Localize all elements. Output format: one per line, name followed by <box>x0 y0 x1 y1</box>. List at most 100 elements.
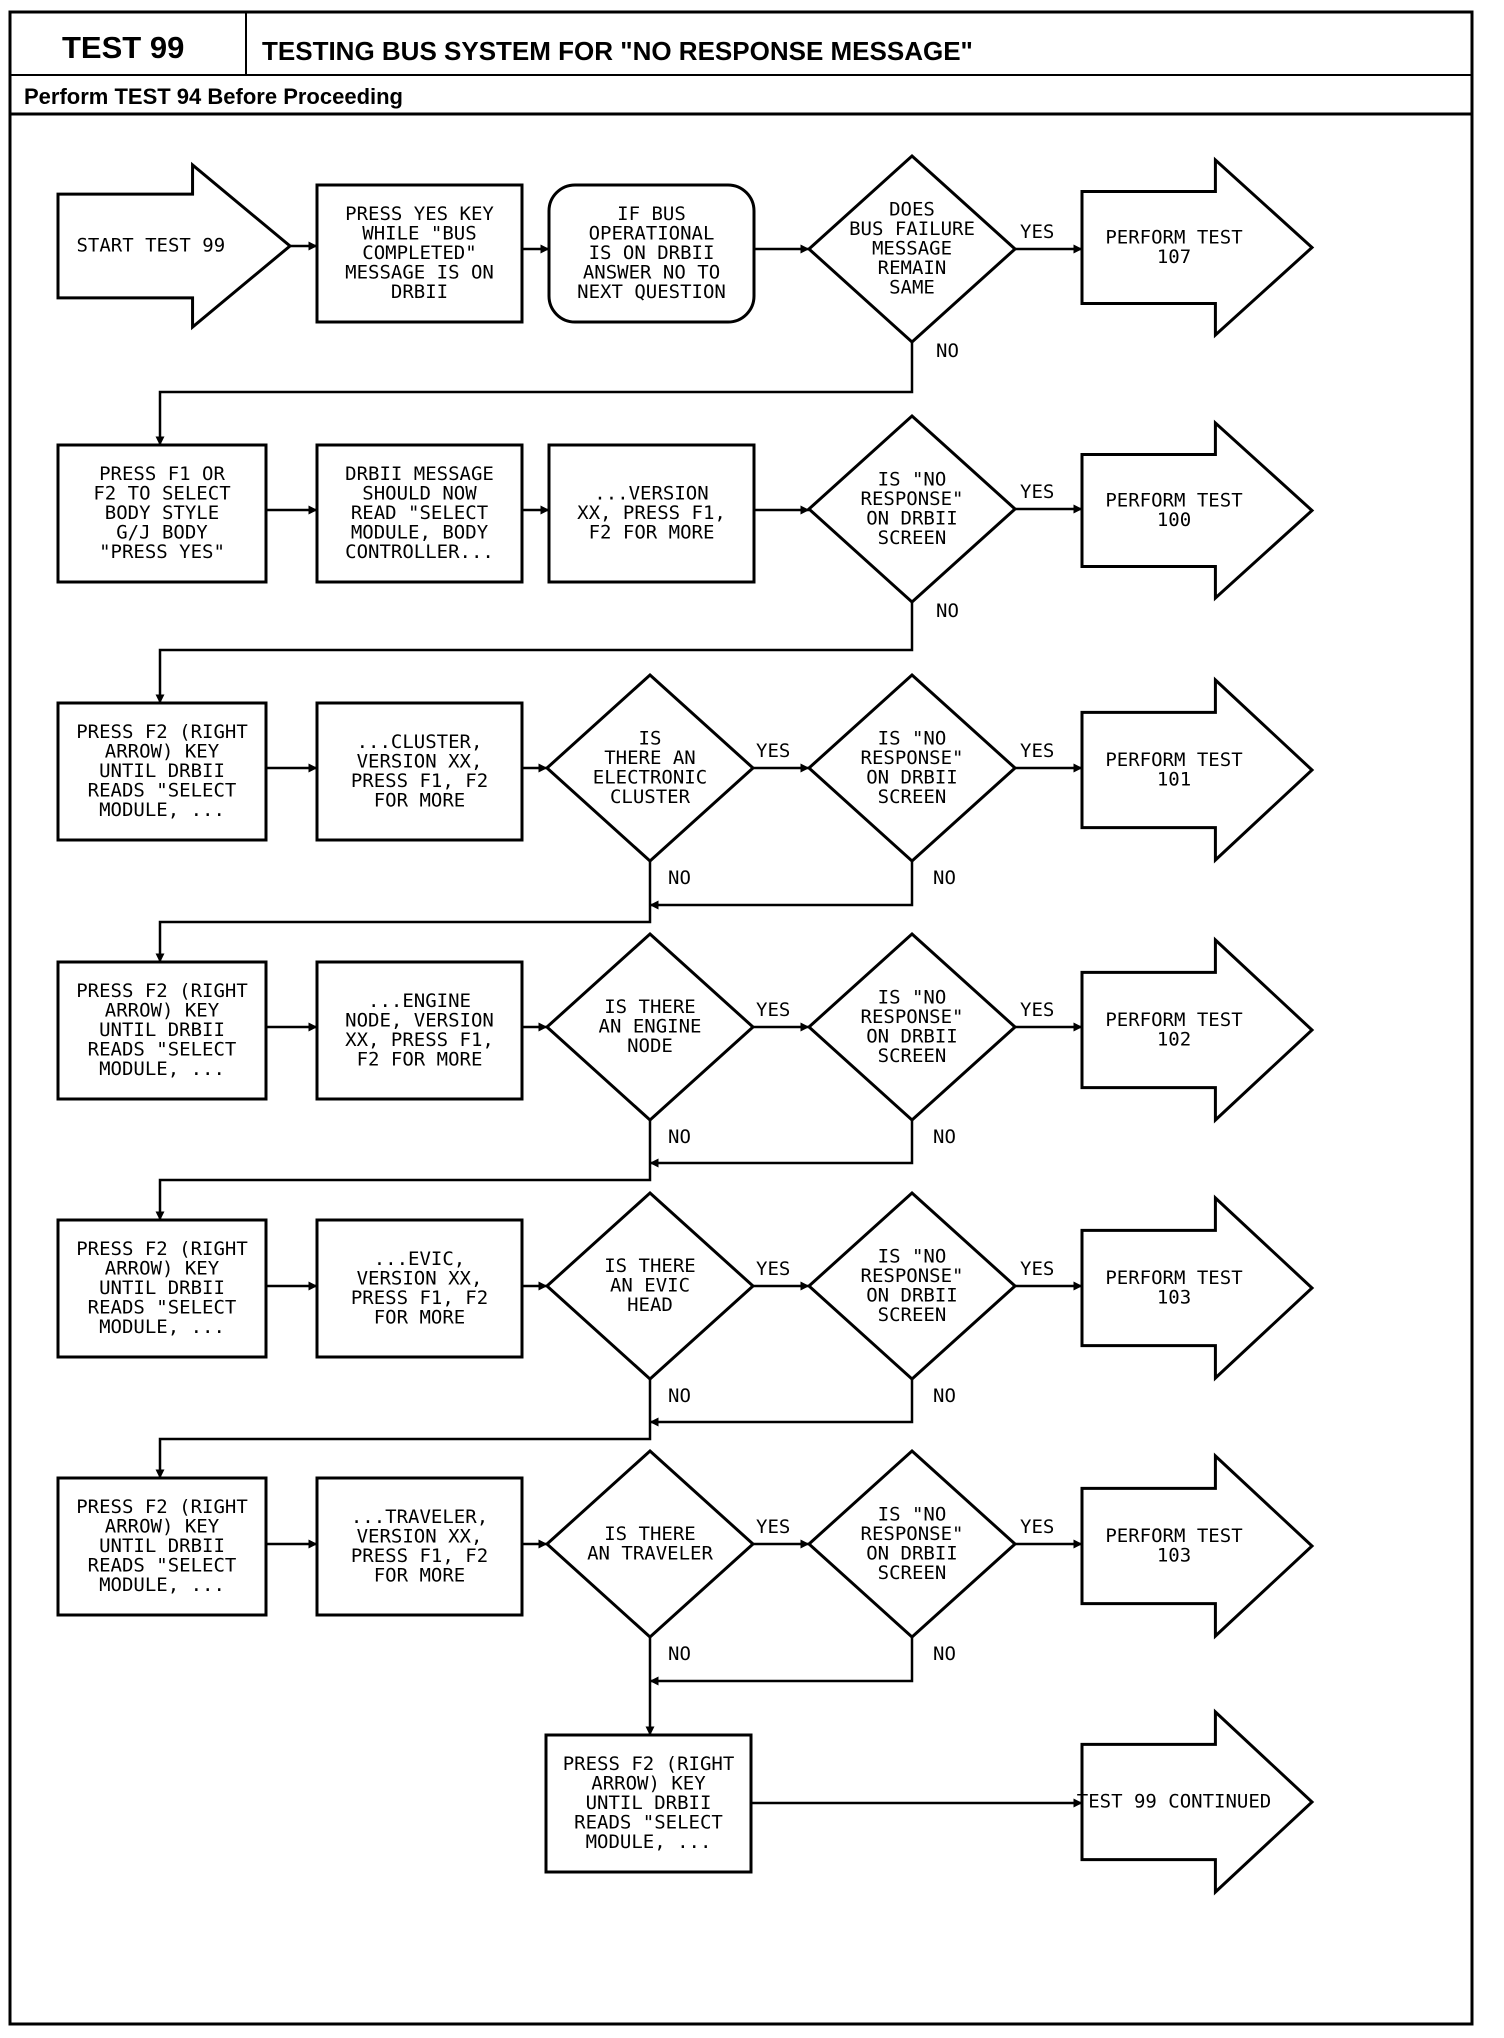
node-r4q2-line: RESPONSE" <box>861 1006 964 1028</box>
node-finalout-text: TEST 99 CONTINUED <box>1077 1791 1271 1813</box>
node-r4q2-line: SCREEN <box>878 1045 947 1067</box>
node-r5q2-shape <box>806 1190 1018 1382</box>
node-r2n3-shape <box>547 443 756 584</box>
node-r3q2-line: IS "NO <box>878 727 947 749</box>
node-r2n1-line: "PRESS YES" <box>99 541 225 563</box>
node-r6out-line: PERFORM TEST <box>1105 1525 1242 1547</box>
node-r2q-line: SCREEN <box>878 527 947 549</box>
node-r6q1-line: AN TRAVELER <box>587 1542 713 1564</box>
node-r3q1-line: ELECTRONIC <box>593 766 707 788</box>
node-final-shape <box>544 1733 753 1874</box>
prerequisite-note: Perform TEST 94 Before Proceeding <box>24 84 403 109</box>
node-r3q2-line: SCREEN <box>878 786 947 808</box>
node-r4q2-shape <box>806 931 1018 1123</box>
node-r4n1-line: ARROW) KEY <box>105 1000 220 1022</box>
node-r4out-line: 102 <box>1157 1028 1191 1050</box>
node-r6q2-shape <box>806 1448 1018 1640</box>
node-r3n1-line: PRESS F2 (RIGHT <box>76 721 248 743</box>
edge-label-no: NO <box>933 1385 956 1407</box>
node-r5n2-line: FOR MORE <box>374 1306 466 1328</box>
node-r6n2-line: PRESS F1, F2 <box>351 1545 488 1567</box>
node-r3n2-line: PRESS F1, F2 <box>351 770 488 792</box>
node-r3n2-line: VERSION XX, <box>357 750 483 772</box>
node-r5n1-shape <box>56 1218 268 1359</box>
edge-label-no: NO <box>668 1385 691 1407</box>
node-r4q1-line: NODE <box>627 1035 673 1057</box>
edge-label-no: NO <box>668 867 691 889</box>
node-r1n2-line: IS ON DRBII <box>589 242 715 264</box>
node-r5n2-line: VERSION XX, <box>357 1267 483 1289</box>
node-r6q2-line: RESPONSE" <box>861 1523 964 1545</box>
node-r2n3-line: F2 FOR MORE <box>589 522 715 544</box>
node-r3n2-shape <box>315 701 524 842</box>
edge-label-yes: YES <box>1020 999 1054 1021</box>
node-r4n2-line: F2 FOR MORE <box>357 1048 483 1070</box>
edge-label-no: NO <box>936 340 959 362</box>
node-r1q-line: DOES <box>889 199 935 221</box>
node-r2out-line: PERFORM TEST <box>1105 489 1242 511</box>
node-r4n1-shape <box>56 960 268 1101</box>
node-r6n2-shape <box>315 1476 524 1617</box>
edge-r3q2-no <box>649 861 914 910</box>
node-r6out-shape <box>1080 1452 1315 1640</box>
node-r5q2-line: RESPONSE" <box>861 1265 964 1287</box>
page-border <box>8 10 1474 2026</box>
node-r6n2-line: ...TRAVELER, <box>351 1506 488 1528</box>
node-r2n1-line: G/J BODY <box>116 522 208 544</box>
node-final-line: UNTIL DRBII <box>586 1792 712 1814</box>
edge-label-no: NO <box>668 1126 691 1148</box>
node-r5q2-line: ON DRBII <box>866 1284 958 1306</box>
node-r4n2-shape <box>315 960 524 1101</box>
node-r1q-line: SAME <box>889 277 935 299</box>
node-r5q2-line: SCREEN <box>878 1304 947 1326</box>
node-r3q1-line: CLUSTER <box>610 786 691 808</box>
node-finalout-shape <box>1080 1708 1315 1896</box>
node-r3n2-line: FOR MORE <box>374 789 466 811</box>
edge-label-yes: YES <box>756 740 790 762</box>
node-r6q1-shape <box>544 1448 756 1640</box>
edge-r5q1-no <box>155 1379 652 1479</box>
node-r5n1-line: ARROW) KEY <box>105 1258 220 1280</box>
node-r6out-line: 103 <box>1157 1544 1191 1566</box>
node-r3out-line: PERFORM TEST <box>1105 749 1242 771</box>
edge-label-no: NO <box>933 867 956 889</box>
node-r5n1-line: READS "SELECT <box>88 1297 237 1319</box>
node-r1n2-line: ANSWER NO TO <box>583 262 720 284</box>
node-r1out-line: 107 <box>1157 246 1191 268</box>
node-r2n1-line: PRESS F1 OR <box>99 463 225 485</box>
node-r4n2-line: XX, PRESS F1, <box>345 1029 494 1051</box>
node-r3q1-line: IS <box>639 727 662 749</box>
node-r1n1-shape <box>315 183 524 324</box>
node-r2out-shape <box>1080 419 1315 602</box>
node-r2n1-line: F2 TO SELECT <box>93 483 230 505</box>
node-r5out-shape <box>1080 1194 1315 1382</box>
node-r6n1-line: READS "SELECT <box>88 1555 237 1577</box>
node-r4n1-line: UNTIL DRBII <box>99 1019 225 1041</box>
node-r2n3-line: ...VERSION <box>594 483 708 505</box>
edge-r2q-no <box>155 602 914 704</box>
page-title: TESTING BUS SYSTEM FOR "NO RESPONSE MESS… <box>262 36 973 66</box>
node-r5n2-line: ...EVIC, <box>374 1248 466 1270</box>
node-r4n1-line: MODULE, ... <box>99 1058 225 1080</box>
node-r1q-shape <box>806 153 1018 345</box>
edge-r1q-no <box>155 342 914 446</box>
node-r1n2-line: NEXT QUESTION <box>577 281 726 303</box>
node-r5q1-line: HEAD <box>627 1294 673 1316</box>
node-r3out-shape <box>1080 676 1315 864</box>
node-r6q2-line: SCREEN <box>878 1562 947 1584</box>
node-r1q-line: REMAIN <box>878 257 947 279</box>
